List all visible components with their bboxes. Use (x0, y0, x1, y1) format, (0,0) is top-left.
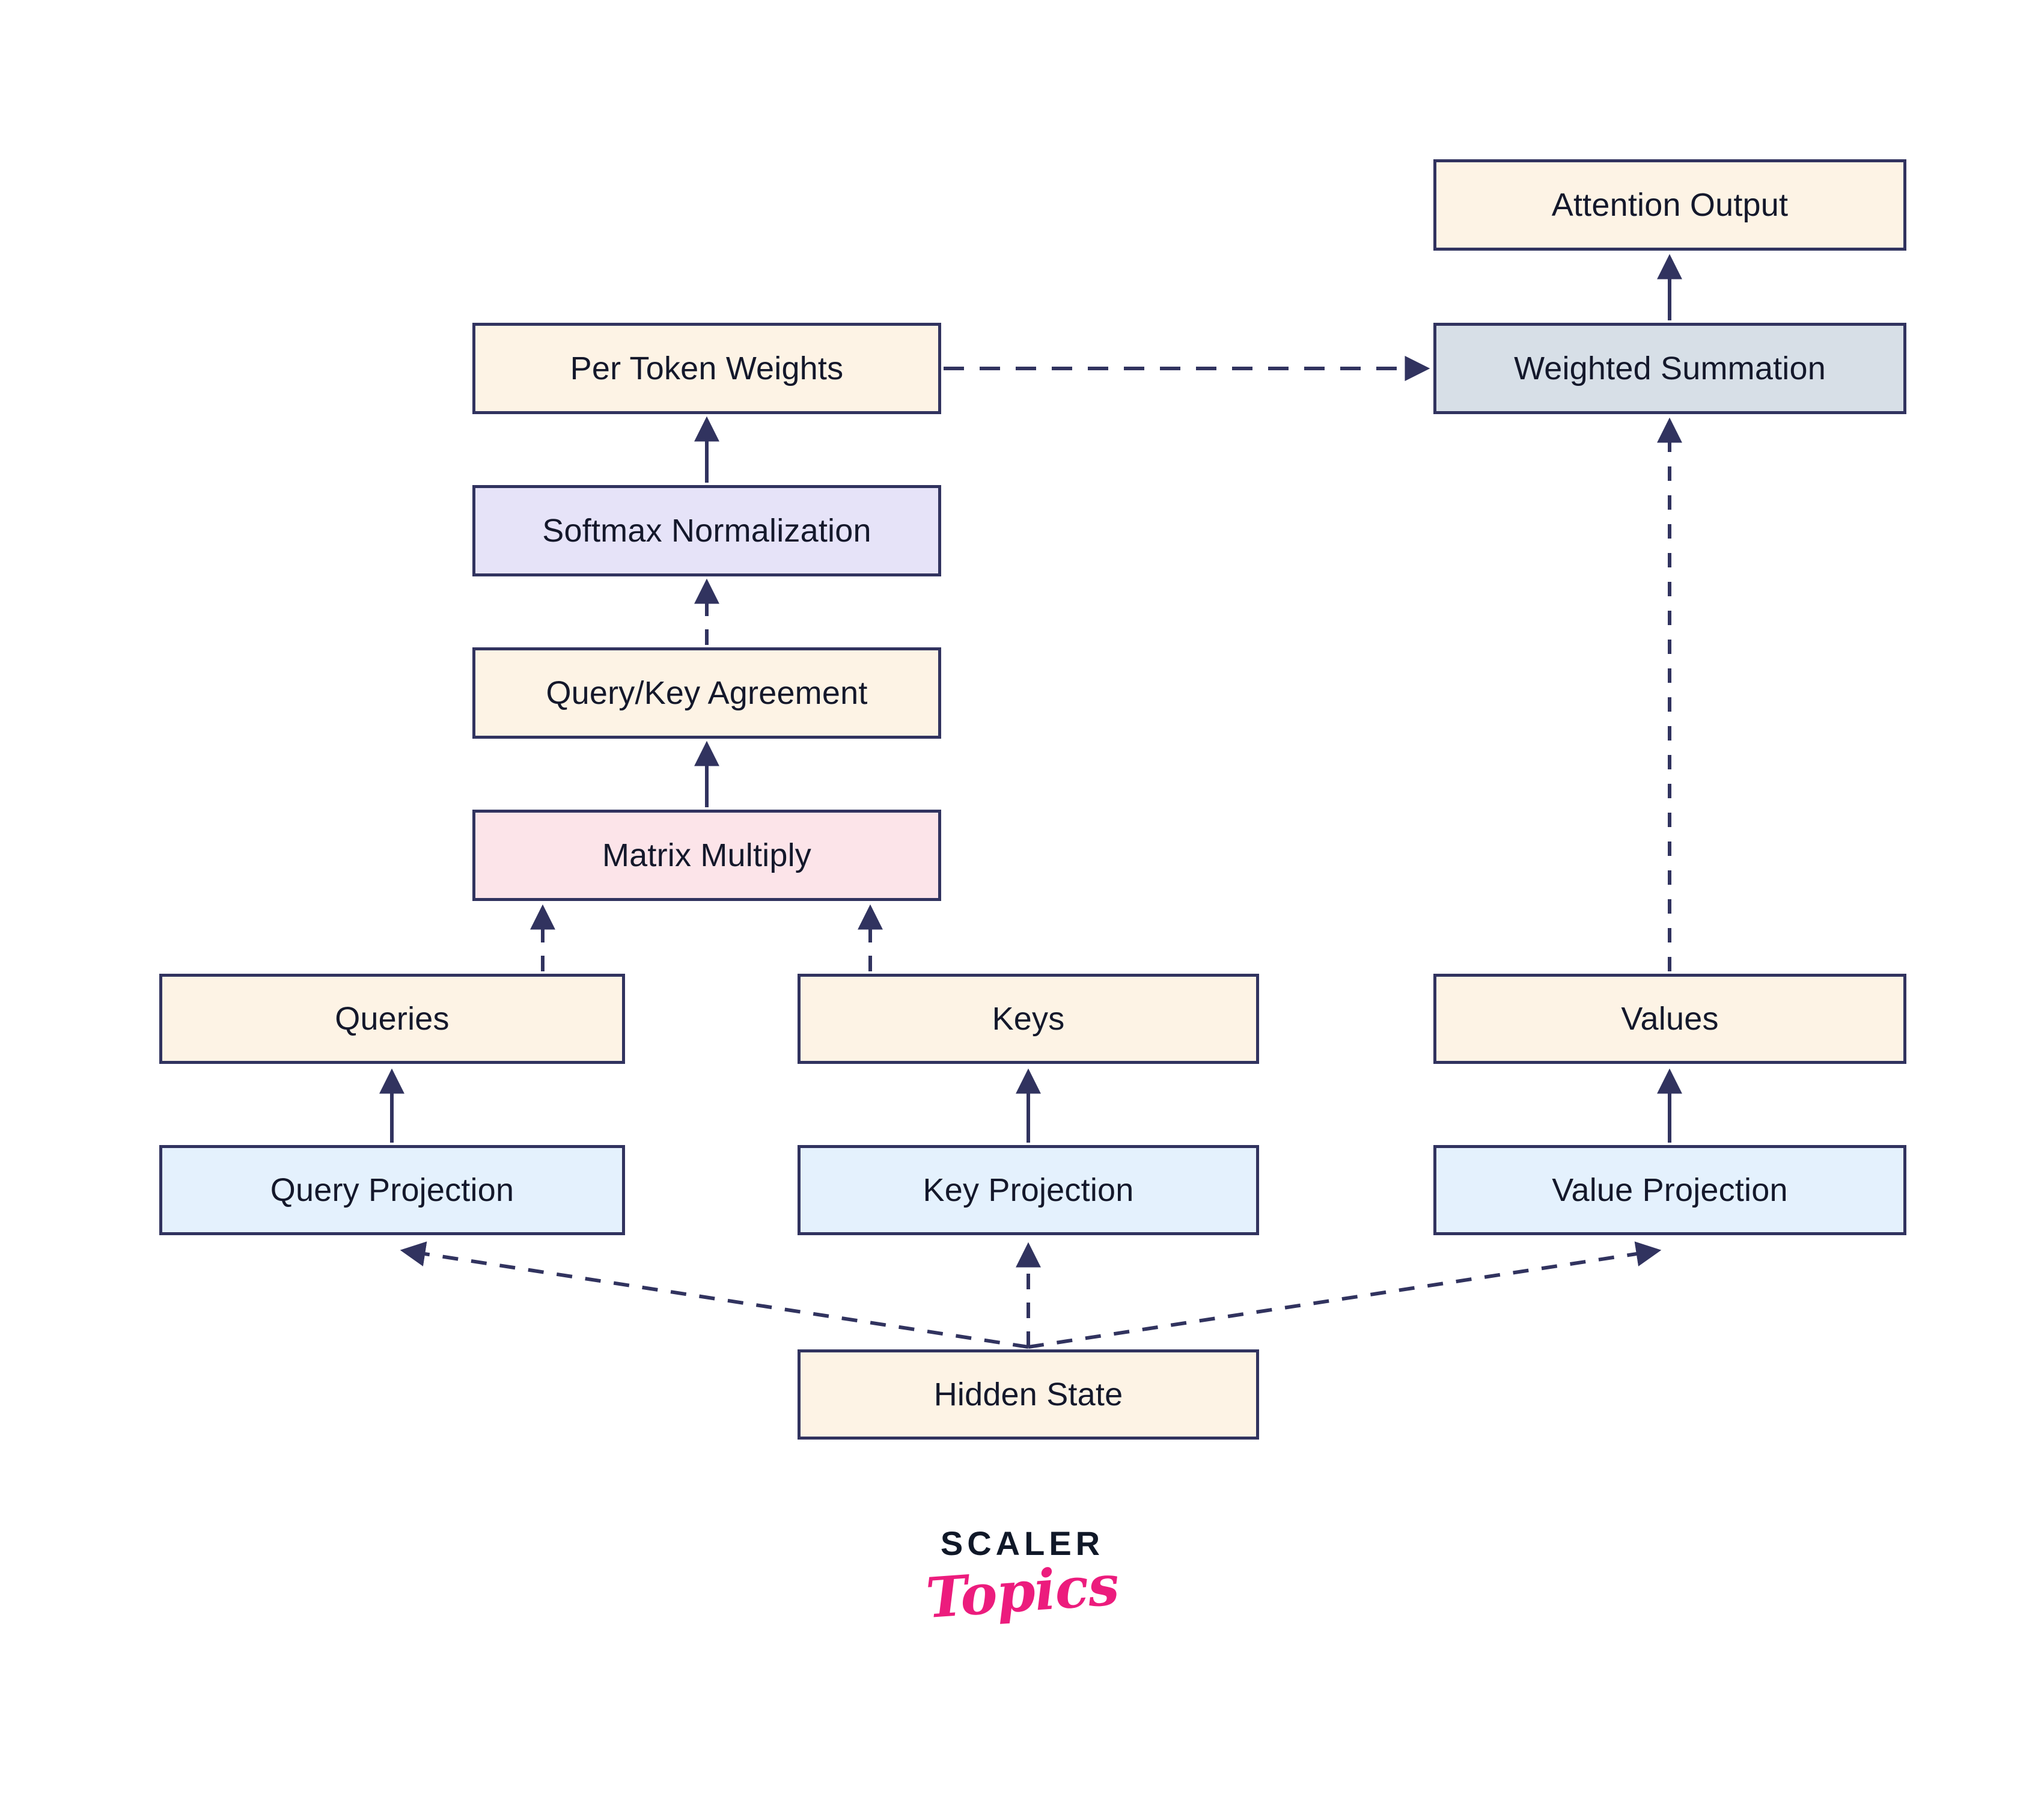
node-query-key-agreement-label: Query/Key Agreement (546, 674, 868, 711)
node-key-projection[interactable]: Key Projection (798, 1145, 1259, 1235)
node-per-token-weights-label: Per Token Weights (570, 350, 844, 386)
node-weighted-summation-label: Weighted Summation (1514, 350, 1826, 386)
logo-script: Topics (924, 1552, 1121, 1631)
node-attention-output-label: Attention Output (1551, 186, 1789, 223)
node-values-label: Values (1621, 1000, 1719, 1037)
node-keys[interactable]: Keys (798, 974, 1259, 1064)
node-per-token-weights[interactable]: Per Token Weights (472, 323, 941, 414)
node-matrix-multiply[interactable]: Matrix Multiply (472, 810, 941, 901)
node-query-key-agreement[interactable]: Query/Key Agreement (472, 647, 941, 739)
node-query-projection-label: Query Projection (270, 1171, 514, 1208)
node-values[interactable]: Values (1433, 974, 1906, 1064)
edge-hidden-to-qproj (400, 1241, 1029, 1349)
node-softmax-normalization-label: Softmax Normalization (542, 512, 871, 549)
logo-wordmark: SCALER (940, 1524, 1105, 1562)
node-attention-output[interactable]: Attention Output (1433, 159, 1906, 251)
scaler-topics-logo: SCALER Topics (893, 1527, 1152, 1665)
node-matrix-multiply-label: Matrix Multiply (602, 837, 812, 873)
node-query-projection[interactable]: Query Projection (159, 1145, 625, 1235)
edge-hidden-to-vproj (1028, 1241, 1662, 1349)
node-queries[interactable]: Queries (159, 974, 625, 1064)
node-hidden-state[interactable]: Hidden State (798, 1349, 1259, 1440)
node-key-projection-label: Key Projection (923, 1171, 1134, 1208)
node-value-projection-label: Value Projection (1552, 1171, 1788, 1208)
node-value-projection[interactable]: Value Projection (1433, 1145, 1906, 1235)
node-softmax-normalization[interactable]: Softmax Normalization (472, 485, 941, 576)
node-keys-label: Keys (992, 1000, 1065, 1037)
node-queries-label: Queries (335, 1000, 450, 1037)
node-weighted-summation[interactable]: Weighted Summation (1433, 323, 1906, 414)
node-hidden-state-label: Hidden State (933, 1376, 1123, 1413)
